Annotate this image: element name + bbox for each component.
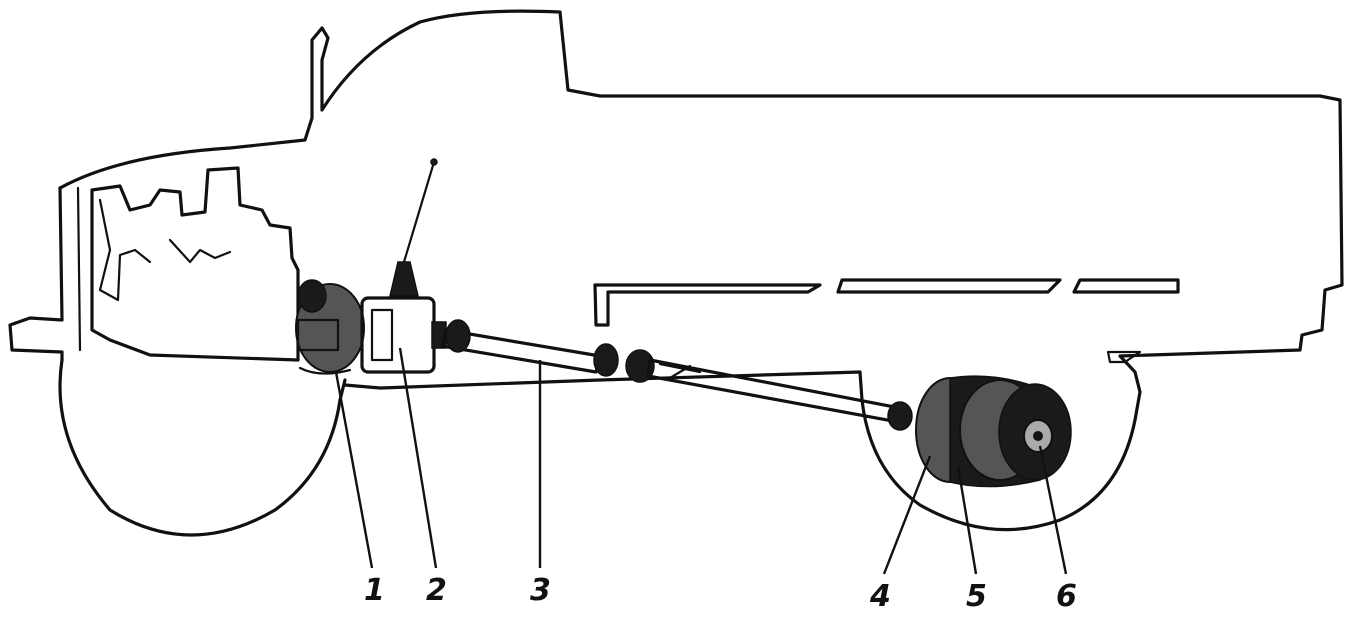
callout-2: 2 — [426, 573, 447, 608]
leader-lines — [334, 347, 1068, 575]
callout-5: 5 — [966, 579, 987, 614]
part-6-drum-hub — [998, 383, 1072, 481]
part-2-transfer-box — [360, 158, 447, 374]
callout-labels: 1 2 3 4 5 6 — [364, 573, 1077, 614]
callout-1: 1 — [364, 573, 385, 608]
part-1-gearbox — [295, 279, 365, 375]
callout-4: 4 — [869, 579, 891, 614]
callout-6: 6 — [1056, 579, 1077, 614]
truck-body-outline — [8, 9, 1344, 537]
part-3-propeller-shaft — [440, 319, 913, 431]
callout-3: 3 — [530, 573, 551, 608]
engine-silhouette — [90, 166, 300, 362]
